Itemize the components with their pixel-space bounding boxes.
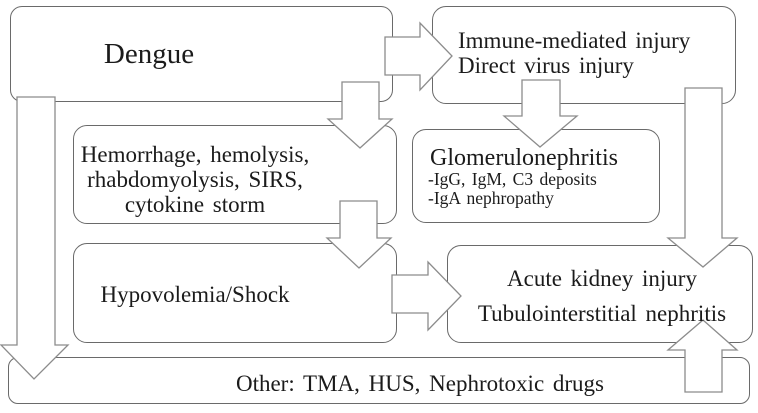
hemorrhage-line2: rhabdomyolysis, SIRS, [87, 167, 303, 192]
arrow-other-to-aki-icon [666, 319, 739, 393]
other-causes-label: Other: TMA, HUS, Nephrotoxic drugs [235, 371, 605, 396]
glomerulonephritis-detail1: -IgG, IgM, C3 deposits [428, 169, 597, 189]
immune-injury-label: Immune-mediated injury Direct virus inju… [458, 28, 691, 78]
arrow-immune-to-glomerulonephritis-icon [502, 79, 579, 148]
box-other-causes [8, 357, 750, 404]
hemorrhage-label: Hemorrhage, hemolysis, rhabdomyolysis, S… [73, 142, 317, 217]
glomerulonephritis-details: -IgG, IgM, C3 deposits -IgA nephropathy [428, 170, 597, 207]
arrow-hemorrhage-to-hypovolemia-icon [325, 200, 393, 269]
dengue-label: Dengue [103, 38, 195, 70]
acute-kidney-injury-line1: Acute kidney injury [507, 266, 697, 291]
hypovolemia-label: Hypovolemia/Shock [100, 282, 290, 307]
hemorrhage-line1: Hemorrhage, hemolysis, [80, 142, 310, 167]
immune-injury-line1: Immune-mediated injury [458, 28, 691, 53]
box-dengue [10, 6, 393, 102]
glomerulonephritis-title: Glomerulonephritis [430, 145, 618, 171]
immune-injury-line2: Direct virus injury [458, 52, 634, 78]
arrow-dengue-to-hemorrhage-icon [326, 81, 394, 149]
arrow-dengue-to-other-icon [0, 96, 70, 380]
acute-kidney-injury-line2: Tubulointerstitial nephritis [477, 301, 727, 326]
acute-kidney-injury-label: Acute kidney injury Tubulointerstitial n… [450, 261, 754, 331]
arrow-hypovolemia-to-aki-icon [391, 260, 462, 332]
arrow-immune-to-aki-icon [666, 87, 739, 268]
box-glomerulonephritis [412, 129, 660, 223]
box-hypovolemia [73, 243, 397, 343]
arrow-dengue-to-immune-icon [384, 21, 453, 92]
glomerulonephritis-detail2: -IgA nephropathy [428, 187, 554, 208]
hemorrhage-line3: cytokine storm [124, 192, 266, 217]
